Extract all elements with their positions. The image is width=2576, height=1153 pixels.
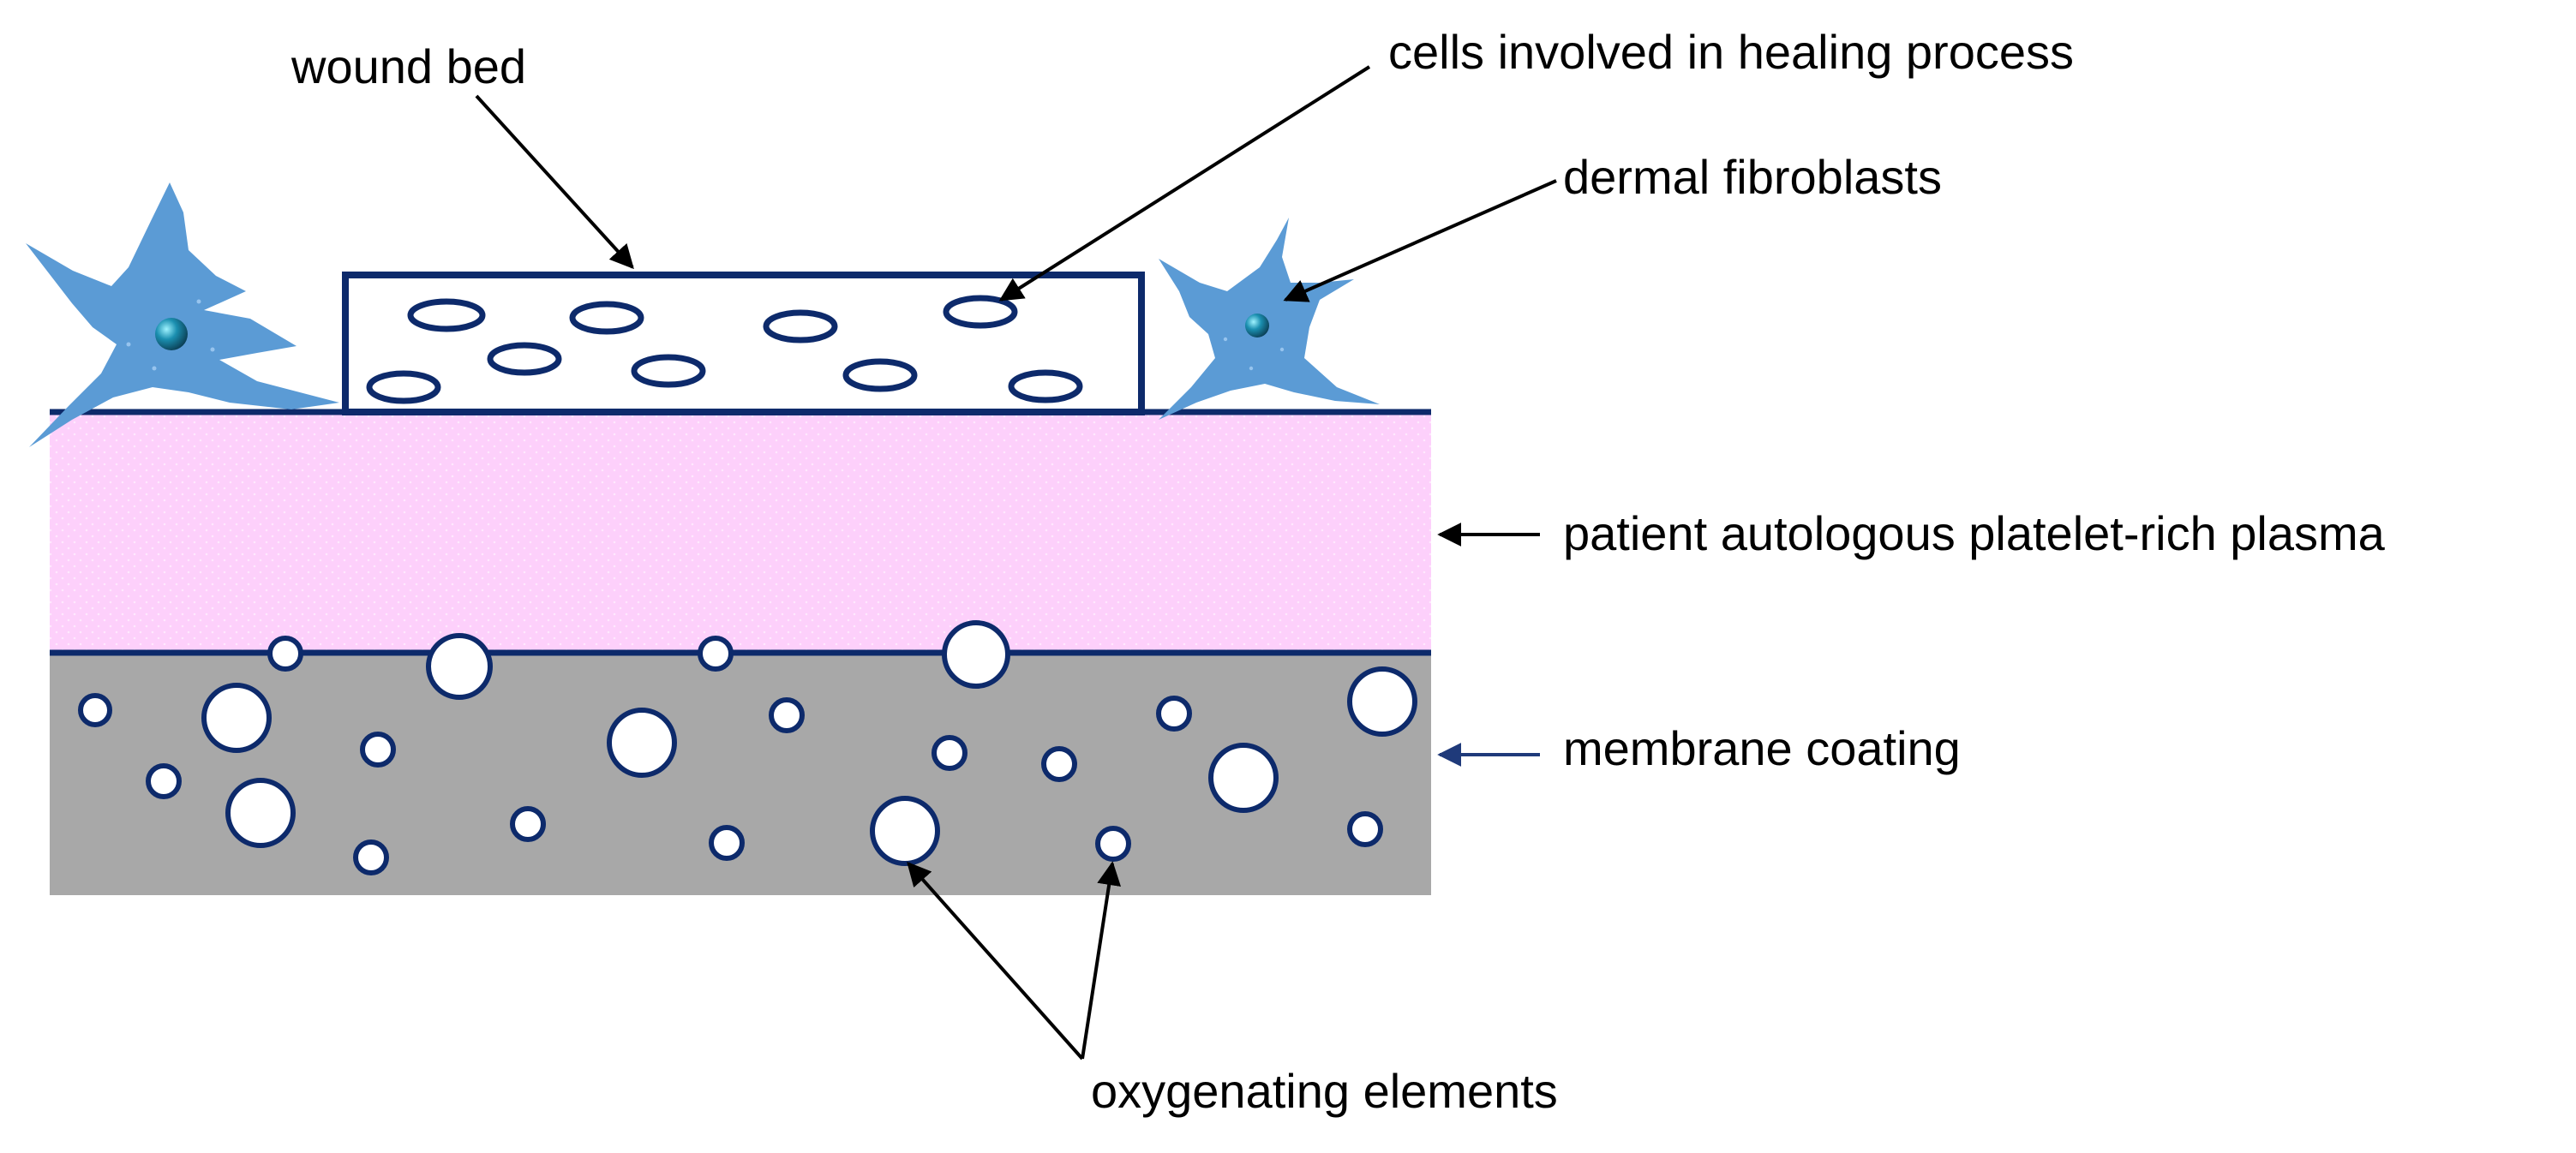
oxygen-bubble-icon [1041,746,1077,782]
oxygen-bubble-icon [1095,826,1131,862]
oxygen-bubble-icon [1347,666,1417,737]
healing-cell-ellipse-icon [407,298,486,332]
oxygen-bubble-icon [267,636,303,672]
healing-cell-ellipse-icon [1008,369,1083,403]
annotation-arrows [475,65,1557,1060]
arrow-oxygen-1 [907,861,1084,1060]
platelet-rich-plasma-layer [50,411,1431,651]
oxygen-bubble-icon [78,693,112,727]
oxygen-bubble-icon [942,620,1010,689]
label-platelet-rich-plasma: patient autologous platelet-rich plasma [1563,506,2386,560]
healing-cell-ellipse-icon [943,295,1018,329]
label-wound-bed: wound bed [291,39,526,93]
healing-cell-ellipse-icon [631,354,706,388]
oxygen-bubble-icon [709,825,745,861]
healing-cell-ellipse-icon [842,358,918,392]
healing-cells-group [366,295,1083,404]
oxygen-bubble-icon [225,778,296,848]
oxygen-bubbles-group [78,620,1417,875]
arrow-oxygen-2 [1081,861,1122,1060]
label-membrane-coating: membrane coating [1563,721,1961,775]
oxygen-bubble-icon [870,796,940,866]
oxygen-bubble-icon [360,732,396,768]
oxygen-bubble-icon [698,636,734,672]
healing-cell-ellipse-icon [569,301,644,335]
oxygen-bubble-icon [769,697,805,733]
oxygen-bubble-icon [1347,811,1383,847]
oxygen-bubble-icon [1156,696,1192,732]
wound-bed-box [342,272,1145,415]
arrow-wound-bed [475,94,634,270]
healing-cell-ellipse-icon [366,370,441,404]
oxygen-bubble-icon [510,806,546,842]
arrow-cells-healing [998,65,1371,302]
healing-cell-ellipse-icon [763,309,838,344]
oxygen-bubble-icon [932,735,967,771]
fibroblast-cell-icon [26,182,339,447]
label-dermal-fibroblasts: dermal fibroblasts [1563,150,1942,204]
fibroblast-cell-icon [1159,218,1380,420]
label-cells-healing: cells involved in healing process [1388,25,2074,79]
healing-cell-ellipse-icon [487,342,562,376]
oxygen-bubble-icon [607,708,677,778]
oxygen-bubble-icon [146,763,182,799]
oxygen-bubble-icon [426,633,493,700]
oxygen-bubble-icon [201,683,272,753]
oxygen-bubble-icon [353,839,389,875]
oxygen-bubble-icon [1208,743,1279,813]
label-oxygenating-elements: oxygenating elements [1091,1064,1558,1118]
arrow-dermal-fibroblasts [1283,179,1557,302]
